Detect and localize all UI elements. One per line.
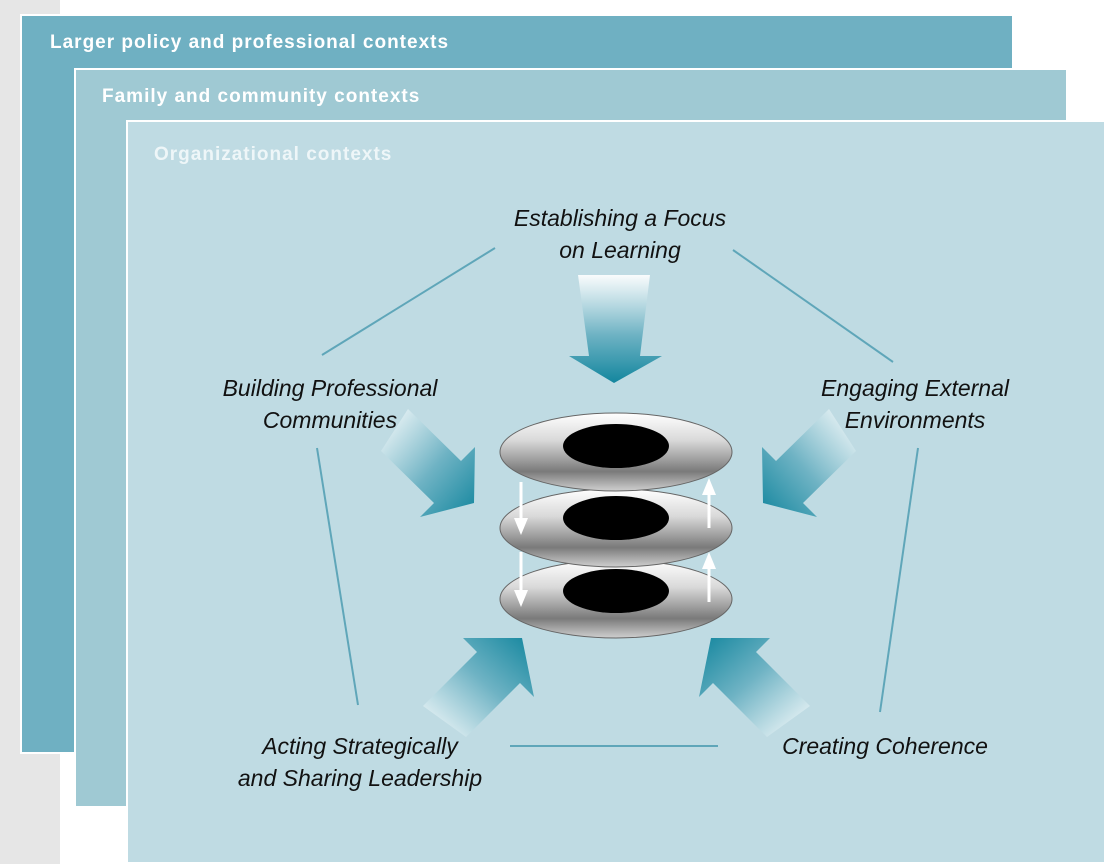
node-building-line-2: Communities: [262, 407, 398, 433]
node-coherence-line-1: Creating Coherence: [782, 733, 988, 759]
disk-top: [499, 412, 733, 492]
node-engaging-line-2: Environments: [844, 407, 986, 433]
node-focus-line-1: Establishing a Focus: [513, 205, 727, 231]
connector-focus-engaging: [732, 249, 894, 363]
arrow-up-right-icon: [423, 638, 534, 737]
arrow-down-right-icon: [381, 409, 475, 517]
layered-disks: [499, 412, 733, 639]
node-engaging-line-1: Engaging External: [821, 375, 1009, 401]
family-contexts-title: Family and community contexts: [102, 86, 421, 107]
connector-building-acting: [316, 447, 359, 706]
small-down-arrow-icon: [514, 552, 528, 607]
small-up-arrow-icon: [702, 552, 716, 602]
organizational-contexts-title: Organizational contexts: [154, 144, 393, 165]
node-focus-line-2: on Learning: [559, 237, 681, 263]
node-focus-on-learning: Establishing a Focus on Learning: [500, 202, 740, 266]
node-building-communities: Building Professional Communities: [200, 372, 460, 436]
small-up-arrow-icon: [702, 478, 716, 528]
node-acting-line-1: Acting Strategically: [262, 733, 458, 759]
connector-lines: [316, 247, 919, 747]
connector-focus-building: [321, 247, 496, 356]
small-down-arrow-icon: [514, 482, 528, 535]
disk-bottom: [499, 559, 733, 639]
disk-middle: [499, 488, 733, 568]
node-building-line-1: Building Professional: [222, 375, 438, 401]
node-engaging-environments: Engaging External Environments: [795, 372, 1035, 436]
larger-contexts-title: Larger policy and professional contexts: [50, 32, 450, 53]
arrow-down-icon: [569, 275, 662, 383]
node-acting-line-2: and Sharing Leadership: [237, 765, 483, 791]
connector-engaging-coherence: [879, 447, 919, 713]
arrow-down-left-icon: [762, 409, 856, 517]
node-creating-coherence: Creating Coherence: [755, 730, 1015, 762]
node-acting-strategically: Acting Strategically and Sharing Leaders…: [210, 730, 510, 794]
arrow-up-left-icon: [699, 638, 810, 737]
